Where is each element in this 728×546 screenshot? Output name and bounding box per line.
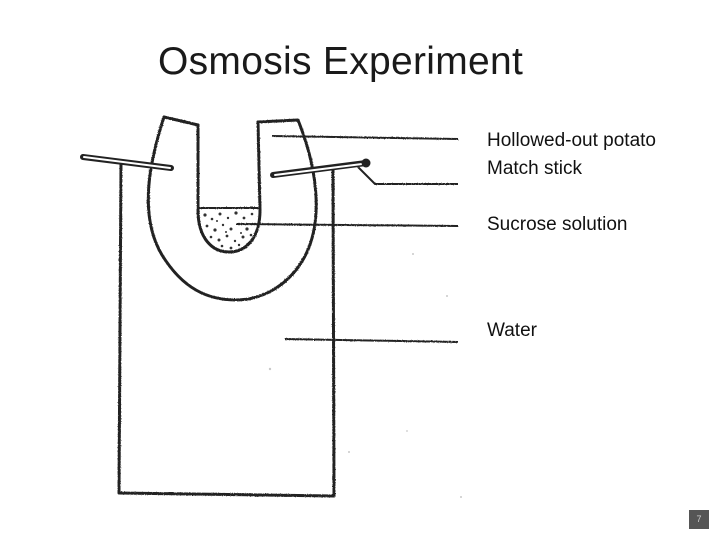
label-water: Water: [487, 320, 537, 341]
potato-hollow: [196, 120, 262, 254]
label-sucrose-solution: Sucrose solution: [487, 214, 628, 235]
label-hollowed-out-potato: Hollowed-out potato: [487, 130, 656, 151]
page-number-badge: 7: [689, 510, 709, 529]
slide-title: Osmosis Experiment: [158, 40, 524, 83]
leader-line-sucrose: [235, 223, 459, 227]
leader-line-water: [284, 338, 459, 343]
match-stick-right: [270, 158, 371, 178]
leader-line-potato: [271, 135, 459, 140]
scan-specks: [268, 253, 462, 498]
potato-top-edge-right: [256, 118, 300, 124]
label-match-stick: Match stick: [487, 158, 583, 179]
potato-outline: [146, 115, 318, 302]
potato-top-edge-left: [162, 115, 200, 127]
leader-line-match-stick: [357, 166, 458, 185]
beaker: [117, 162, 336, 498]
match-stick-left: [80, 154, 174, 171]
